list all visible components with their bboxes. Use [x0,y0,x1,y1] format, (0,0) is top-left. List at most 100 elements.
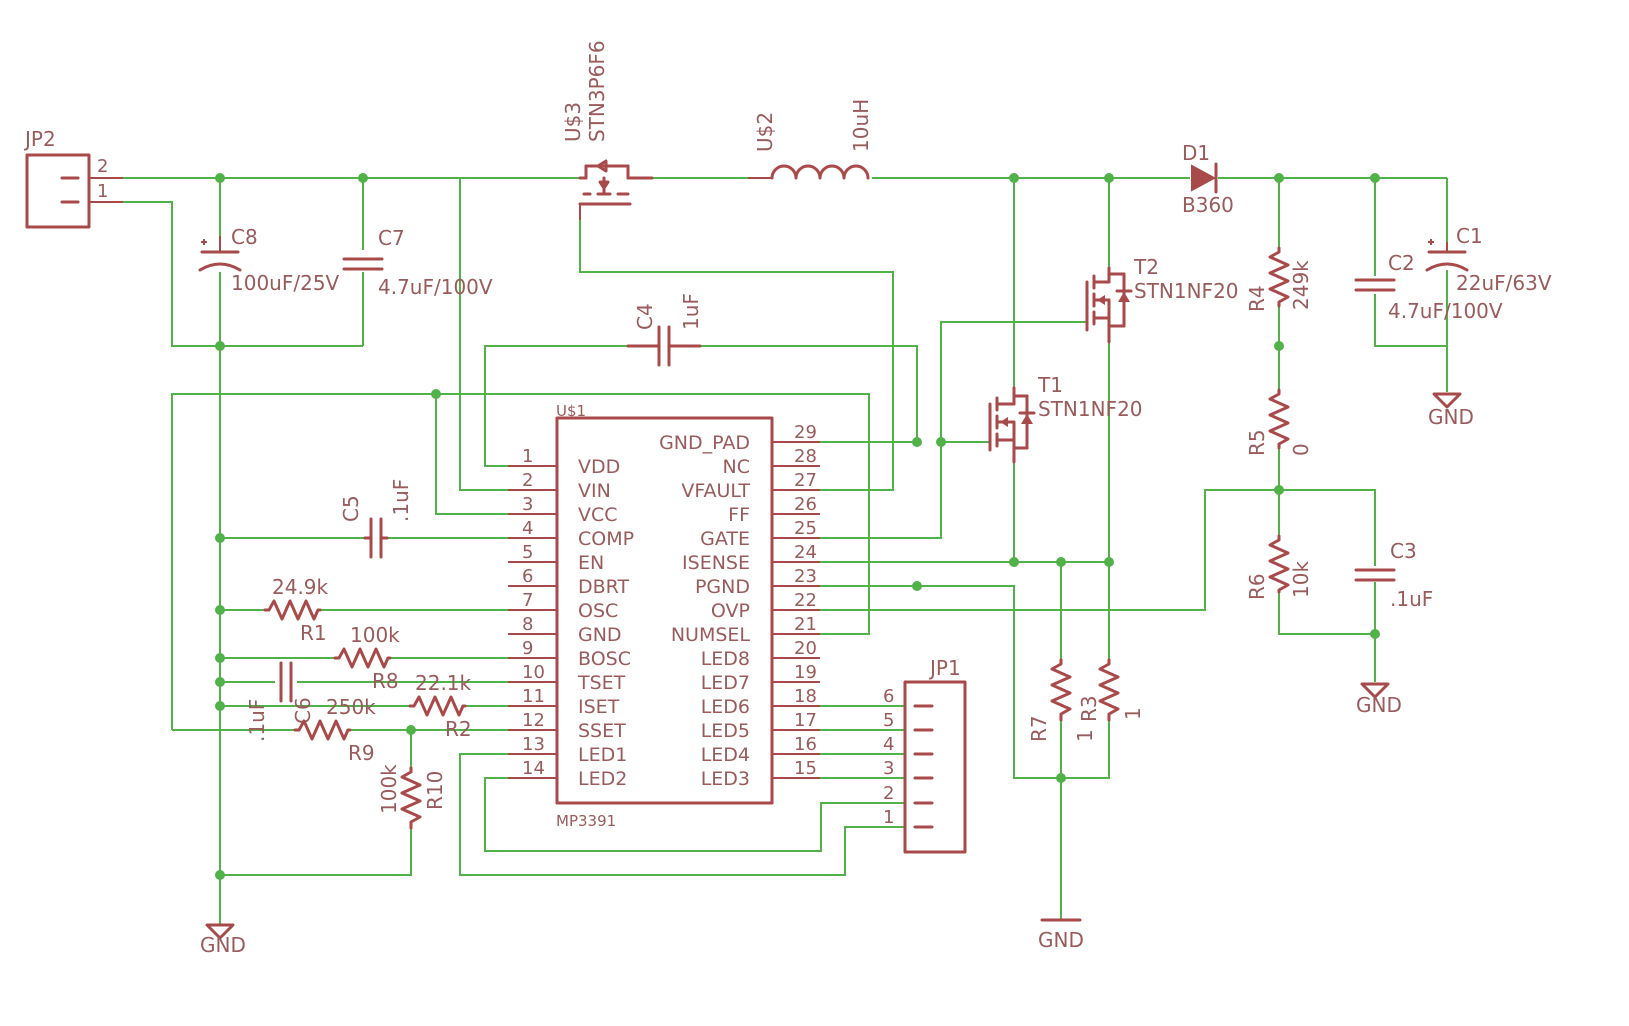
u1-left-pin-name: SSET [578,720,626,742]
u1-right-pin-number: 20 [794,638,817,659]
u1-left-pin-name: COMP [578,528,634,550]
jp2-ref: JP2 [23,127,56,151]
jp1-pin-5: 5 [883,710,894,731]
u1-left-pin-number: 10 [522,662,545,683]
c6-capacitor: .1uF C6 [245,661,315,742]
r1-resistor: 24.9k R1 [263,575,329,645]
r2-value: 22.1k [415,671,472,695]
u3-pmosfet: U$3 STN3P6F6 [561,40,654,220]
c4-capacitor: C4 1uF [626,293,703,367]
gnd-symbol-left: GND [200,923,246,957]
r7-resistor: R7 1 [1027,658,1097,742]
u1-left-pin-number: 12 [522,710,545,731]
u1-left-pin-number: 1 [522,446,533,467]
c7-capacitor: C7 4.7uF/100V [342,226,493,299]
u1-right-pin-name: ISENSE [682,552,750,574]
u1-left-pin-number: 2 [522,470,533,491]
jp2-pin-1: 1 [97,181,108,202]
r2-resistor: 22.1k R2 [408,671,472,741]
u3-ref: U$3 [561,102,585,142]
r5-ref: R5 [1245,429,1269,456]
u1-right-pin-number: 16 [794,734,817,755]
r10-resistor: 100k R10 [377,764,447,830]
u1-right-pin-name: LED4 [701,744,750,766]
gnd-label-c1: GND [1428,405,1474,429]
jp2-pin-2: 2 [97,156,108,177]
jp2-connector: JP2 2 1 [23,127,123,229]
r4-ref: R4 [1245,285,1269,312]
gnd-label-mid: GND [1038,928,1084,952]
u1-right-pins: 29GND_PAD28NC27VFAULT26FF25GATE24ISENSE2… [659,422,820,790]
u1-left-pin-number: 11 [522,686,545,707]
gnd-symbol-mid: GND [1038,918,1084,952]
jp1-ref: JP1 [928,656,961,680]
r6-ref: R6 [1245,573,1269,600]
c2-ref: C2 [1388,251,1415,275]
d1-value: B360 [1182,193,1234,217]
c2-capacitor: C2 4.7uF/100V [1354,251,1503,323]
u1-right-pin-name: LED7 [701,672,750,694]
u1-left-pin-number: 5 [522,542,533,563]
u1-left-pin-name: BOSC [578,648,631,670]
c6-value: .1uF [245,699,269,742]
c3-capacitor: C3 .1uF [1354,539,1433,611]
jp1-pin-4: 4 [883,734,894,755]
u1-right-pin-name: LED5 [701,720,750,742]
u1-right-pin-number: 26 [794,494,817,515]
u1-right-pin-number: 27 [794,470,817,491]
jp1-pin-6: 6 [883,686,894,707]
jp1-pin-1: 1 [883,807,894,828]
u1-part: MP3391 [556,812,616,830]
r2-ref: R2 [445,717,472,741]
r10-ref: R10 [423,771,447,810]
u2-inductor: U$2 10uH [748,99,873,180]
t2-ref: T2 [1133,255,1159,279]
t1-nmosfet: T1 STN1NF20 [988,373,1143,464]
wires [123,177,1448,925]
u1-left-pin-name: ISET [578,696,620,718]
u1-right-pin-number: 28 [794,446,817,467]
t2-nmosfet: T2 STN1NF20 [1085,255,1239,344]
r9-resistor: 250k R9 [293,695,376,765]
c5-value: .1uF [389,479,413,522]
u1-left-pin-name: VIN [578,480,611,502]
u1-right-pin-name: GND_PAD [659,432,750,454]
t1-value: STN1NF20 [1038,397,1143,421]
u1-left-pin-number: 3 [522,494,533,515]
u1-right-pin-number: 19 [794,662,817,683]
u1-right-pin-name: PGND [695,576,750,598]
c4-ref: C4 [633,303,657,330]
r6-value: 10k [1289,561,1313,598]
d1-diode: D1 B360 [1182,141,1234,217]
c6-ref: C6 [291,697,315,724]
u1-right-pin-name: VFAULT [681,480,750,502]
jp1-pin-3: 3 [883,758,894,779]
u2-value: 10uH [849,99,873,152]
c3-ref: C3 [1390,539,1417,563]
u1-right-pin-number: 29 [794,422,817,443]
gnd-label-c3: GND [1356,693,1402,717]
u1-right-pin-name: NUMSEL [671,624,751,646]
u1-left-pin-number: 14 [522,758,545,779]
gnd-label-left: GND [200,933,246,957]
junctions [215,173,1380,880]
u1-right-pin-number: 21 [794,614,817,635]
r6-resistor: R6 10k [1245,534,1313,600]
c1-capacitor: C1 22uF/63V [1425,224,1552,295]
u1-left-pin-number: 9 [522,638,533,659]
u1-right-pin-number: 24 [794,542,817,563]
u1-left-pin-name: LED2 [578,768,627,790]
u1-right-pin-number: 25 [794,518,817,539]
r4-value: 249k [1289,260,1313,310]
u1-left-pin-name: VDD [578,456,620,478]
c1-ref: C1 [1456,224,1483,248]
u1-left-pin-number: 6 [522,566,533,587]
r1-ref: R1 [300,621,327,645]
u1-right-pin-name: GATE [700,528,750,550]
c1-value: 22uF/63V [1456,271,1552,295]
r9-value: 250k [326,695,376,719]
r5-resistor: R5 0 [1245,388,1313,456]
u1-left-pin-name: DBRT [578,576,629,598]
